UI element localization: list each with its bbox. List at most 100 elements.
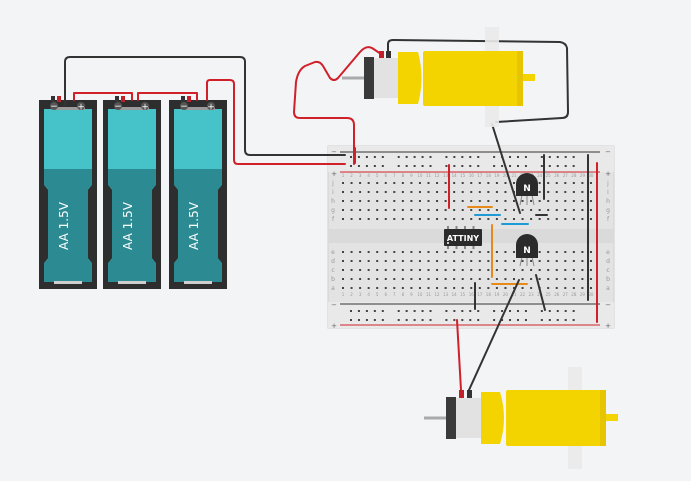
breadboard-hole[interactable] <box>461 260 464 262</box>
breadboard-hole[interactable] <box>376 218 379 220</box>
breadboard-hole[interactable] <box>564 209 567 211</box>
breadboard-hole[interactable] <box>436 260 439 262</box>
breadboard-hole[interactable] <box>589 182 592 184</box>
breadboard-hole[interactable] <box>350 278 353 280</box>
breadboard-hole[interactable] <box>453 278 456 280</box>
breadboard-hole[interactable] <box>564 191 567 193</box>
breadboard-hole[interactable] <box>421 310 424 312</box>
breadboard-hole[interactable] <box>530 260 533 262</box>
breadboard-hole[interactable] <box>405 156 408 158</box>
breadboard-hole[interactable] <box>405 319 408 321</box>
wire-black-motor-top-loop[interactable] <box>387 39 569 123</box>
breadboard-hole[interactable] <box>444 218 447 220</box>
breadboard-hole[interactable] <box>521 269 524 271</box>
breadboard-hole[interactable] <box>453 200 456 202</box>
breadboard-hole[interactable] <box>444 278 447 280</box>
breadboard-hole[interactable] <box>436 251 439 253</box>
wire-black-motor-bottom[interactable] <box>468 279 520 391</box>
breadboard-hole[interactable] <box>509 310 512 312</box>
breadboard-hole[interactable] <box>397 165 400 167</box>
breadboard-hole[interactable] <box>564 319 567 321</box>
breadboard-hole[interactable] <box>504 218 507 220</box>
breadboard-hole[interactable] <box>495 251 498 253</box>
breadboard-hole[interactable] <box>521 209 524 211</box>
breadboard-hole[interactable] <box>470 182 473 184</box>
breadboard-hole[interactable] <box>572 287 575 289</box>
breadboard-hole[interactable] <box>548 319 551 321</box>
breadboard-hole[interactable] <box>342 218 344 220</box>
breadboard-hole[interactable] <box>538 269 541 271</box>
breadboard-hole[interactable] <box>548 165 551 167</box>
breadboard-hole[interactable] <box>478 191 481 193</box>
breadboard-hole[interactable] <box>393 260 396 262</box>
breadboard-hole[interactable] <box>376 191 379 193</box>
breadboard-hole[interactable] <box>487 287 490 289</box>
breadboard-hole[interactable] <box>453 156 456 158</box>
breadboard-hole[interactable] <box>418 269 421 271</box>
breadboard-hole[interactable] <box>540 165 543 167</box>
breadboard-hole[interactable] <box>504 269 507 271</box>
breadboard-hole[interactable] <box>384 209 387 211</box>
breadboard-hole[interactable] <box>393 278 396 280</box>
breadboard-hole[interactable] <box>478 260 481 262</box>
breadboard-hole[interactable] <box>547 278 550 280</box>
breadboard-hole[interactable] <box>495 191 498 193</box>
breadboard-hole[interactable] <box>376 278 379 280</box>
breadboard-hole[interactable] <box>401 218 404 220</box>
breadboard-hole[interactable] <box>516 156 519 158</box>
breadboard-hole[interactable] <box>589 278 592 280</box>
breadboard-hole[interactable] <box>401 209 404 211</box>
breadboard-hole[interactable] <box>427 209 430 211</box>
breadboard-hole[interactable] <box>572 209 575 211</box>
breadboard-hole[interactable] <box>572 260 575 262</box>
breadboard-hole[interactable] <box>376 269 379 271</box>
breadboard-hole[interactable] <box>453 251 456 253</box>
breadboard-hole[interactable] <box>365 310 368 312</box>
breadboard-hole[interactable] <box>589 209 592 211</box>
breadboard-hole[interactable] <box>410 287 413 289</box>
breadboard-hole[interactable] <box>393 182 396 184</box>
breadboard-hole[interactable] <box>365 156 368 158</box>
breadboard-hole[interactable] <box>410 269 413 271</box>
breadboard-hole[interactable] <box>461 165 464 167</box>
breadboard-hole[interactable] <box>461 156 464 158</box>
breadboard-hole[interactable] <box>478 269 481 271</box>
breadboard-hole[interactable] <box>572 218 575 220</box>
wire-red-series-2[interactable] <box>137 92 198 101</box>
breadboard-hole[interactable] <box>393 287 396 289</box>
breadboard-hole[interactable] <box>453 209 456 211</box>
breadboard-hole[interactable] <box>509 165 512 167</box>
breadboard-hole[interactable] <box>367 251 370 253</box>
breadboard-hole[interactable] <box>436 218 439 220</box>
breadboard-hole[interactable] <box>564 218 567 220</box>
breadboard-hole[interactable] <box>530 209 533 211</box>
breadboard-hole[interactable] <box>581 260 584 262</box>
breadboard-hole[interactable] <box>495 182 498 184</box>
breadboard-hole[interactable] <box>359 200 362 202</box>
breadboard-hole[interactable] <box>453 287 456 289</box>
breadboard-hole[interactable] <box>461 191 464 193</box>
battery-pack[interactable]: −+AA 1.5V−+AA 1.5V−+AA 1.5V <box>39 96 227 289</box>
breadboard-hole[interactable] <box>572 251 575 253</box>
breadboard-hole[interactable] <box>418 218 421 220</box>
breadboard-hole[interactable] <box>501 310 504 312</box>
breadboard-hole[interactable] <box>470 209 473 211</box>
breadboard-hole[interactable] <box>461 218 464 220</box>
breadboard-hole[interactable] <box>384 278 387 280</box>
wire-red-battery-pos[interactable] <box>206 79 346 165</box>
breadboard-hole[interactable] <box>470 218 473 220</box>
breadboard-hole[interactable] <box>487 182 490 184</box>
breadboard-hole[interactable] <box>470 191 473 193</box>
breadboard-hole[interactable] <box>427 287 430 289</box>
breadboard-hole[interactable] <box>504 191 507 193</box>
breadboard-hole[interactable] <box>384 269 387 271</box>
breadboard-hole[interactable] <box>397 319 400 321</box>
breadboard-hole[interactable] <box>453 218 456 220</box>
breadboard-hole[interactable] <box>384 260 387 262</box>
wire-red-series-1[interactable] <box>73 92 133 101</box>
breadboard-hole[interactable] <box>589 260 592 262</box>
breadboard-hole[interactable] <box>564 165 567 167</box>
breadboard-hole[interactable] <box>429 310 432 312</box>
breadboard-hole[interactable] <box>342 182 344 184</box>
breadboard-hole[interactable] <box>495 200 498 202</box>
